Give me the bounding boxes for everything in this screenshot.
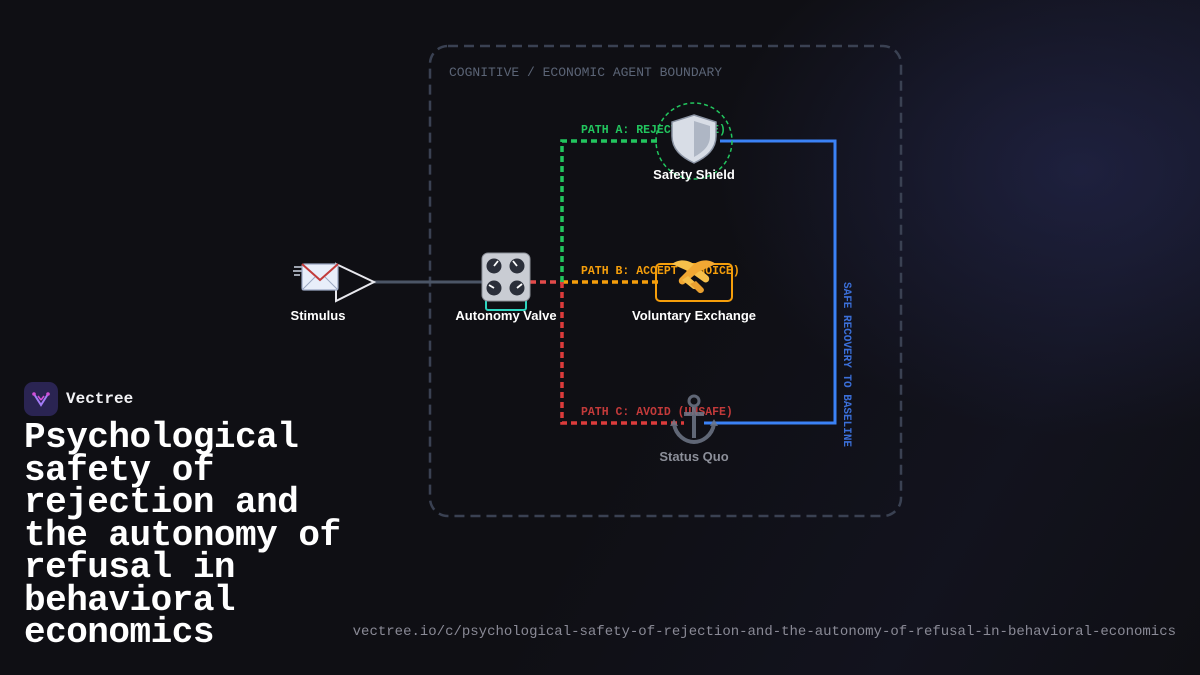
brand-name: Vectree	[66, 390, 134, 408]
status-quo-label: Status Quo	[659, 449, 728, 464]
page-title: Psychological safety of rejection and th…	[24, 417, 341, 653]
boundary-label: COGNITIVE / ECONOMIC AGENT BOUNDARY	[449, 65, 722, 80]
voluntary-exchange-node: Voluntary Exchange	[632, 260, 756, 323]
logo-icon	[32, 392, 50, 407]
envelope-icon	[293, 263, 339, 291]
path-b-label: PATH B: ACCEPT (CHOICE)	[581, 265, 740, 278]
anchor-icon	[670, 394, 718, 445]
exchange-frame	[655, 263, 733, 302]
status-quo-node: Status Quo	[659, 394, 729, 464]
path-c-line	[560, 282, 684, 425]
shield-label: Safety Shield	[653, 167, 735, 182]
stimulus-label: Stimulus	[291, 308, 346, 323]
vectree-logo	[24, 382, 58, 416]
control-knobs-icon	[481, 252, 531, 302]
path-c-label: PATH C: AVOID (UNSAFE)	[581, 406, 733, 419]
valve-label: Autonomy Valve	[455, 308, 556, 323]
stimulus-arrow-shape	[335, 262, 377, 303]
autonomy-valve-node: Autonomy Valve	[455, 252, 557, 323]
page-url[interactable]: vectree.io/c/psychological-safety-of-rej…	[352, 624, 1176, 640]
recovery-loop	[704, 139, 837, 425]
brand: Vectree	[24, 382, 133, 416]
exchange-label: Voluntary Exchange	[632, 308, 756, 323]
shield-ring	[655, 102, 733, 180]
path-a-line	[560, 139, 658, 282]
recovery-label: SAFE RECOVERY TO BASELINE	[840, 282, 852, 447]
stimulus-node: Stimulus	[291, 262, 377, 323]
shield-icon	[671, 114, 717, 164]
handshake-icon	[672, 260, 716, 294]
safety-shield-node: Safety Shield	[653, 102, 735, 182]
